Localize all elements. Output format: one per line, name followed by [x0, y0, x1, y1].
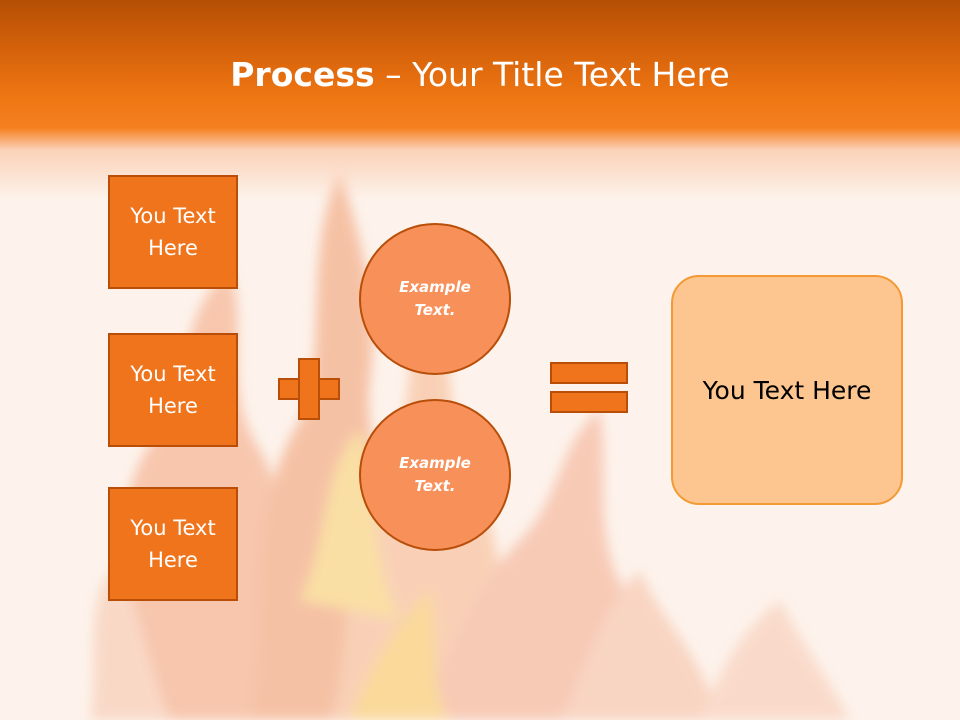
input-box-2-label: You Text Here — [130, 362, 216, 418]
header-band — [0, 0, 960, 200]
equals-icon-top-bar — [550, 362, 628, 384]
slide-title: Process – Your Title Text Here — [0, 50, 960, 100]
equals-icon-bottom-bar — [550, 391, 628, 413]
plus-icon-core — [300, 380, 318, 398]
title-bold: Process — [230, 55, 375, 94]
input-box-2[interactable]: You Text Here — [108, 333, 238, 447]
input-box-3[interactable]: You Text Here — [108, 487, 238, 601]
example-circle-1-label: Example Text. — [399, 278, 471, 319]
result-box-label: You Text Here — [702, 375, 872, 405]
example-circle-2[interactable]: Example Text. — [359, 399, 511, 551]
title-rest: – Your Title Text Here — [374, 55, 730, 94]
result-box[interactable]: You Text Here — [671, 275, 903, 505]
example-circle-1[interactable]: Example Text. — [359, 223, 511, 375]
input-box-1-label: You Text Here — [130, 204, 216, 260]
input-box-1[interactable]: You Text Here — [108, 175, 238, 289]
example-circle-2-label: Example Text. — [399, 454, 471, 495]
input-box-3-label: You Text Here — [130, 516, 216, 572]
